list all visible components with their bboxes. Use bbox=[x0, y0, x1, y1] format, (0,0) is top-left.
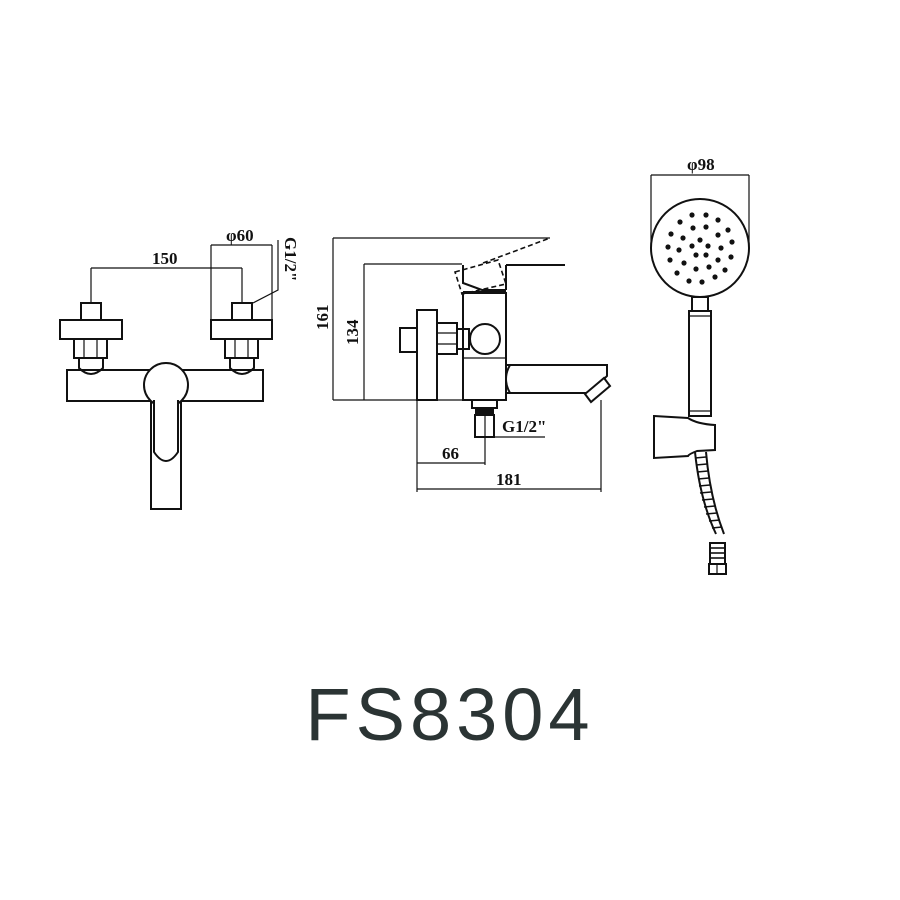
dim-total-height: 161 bbox=[313, 305, 332, 331]
hand-shower-view: φ98 bbox=[650, 155, 750, 575]
spray-holes bbox=[665, 212, 735, 285]
dim-flange-diameter: φ60 bbox=[226, 226, 254, 245]
model-number: FS8304 bbox=[305, 673, 595, 756]
dim-center-distance: 150 bbox=[152, 249, 178, 268]
dim-body-height: 134 bbox=[343, 319, 362, 345]
dim-inlet-thread: G1/2" bbox=[281, 237, 300, 281]
dim-spout-projection: 181 bbox=[496, 470, 522, 489]
hose bbox=[694, 451, 727, 575]
side-view: 161 134 G1/2" bbox=[313, 237, 612, 492]
dim-head-diameter: φ98 bbox=[687, 155, 715, 174]
front-view: 150 φ60 G1/2" bbox=[59, 226, 300, 510]
dim-wall-to-outlet: 66 bbox=[442, 444, 459, 463]
dim-outlet-thread: G1/2" bbox=[502, 417, 546, 436]
